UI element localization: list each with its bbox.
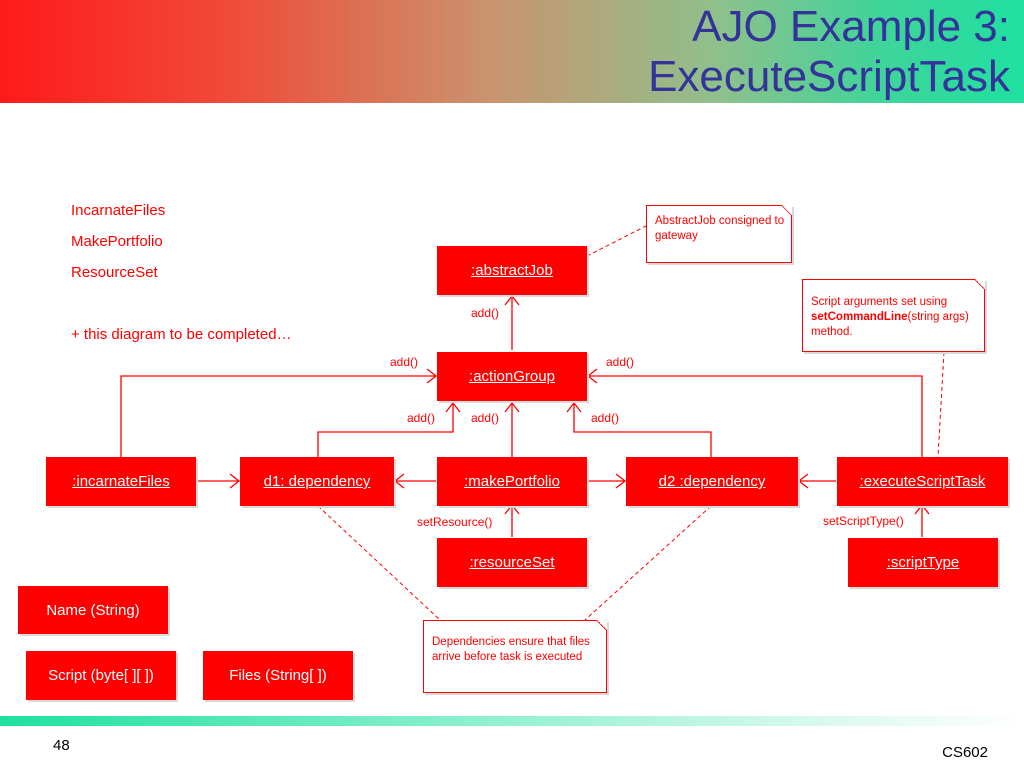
object-make-portfolio: :makePortfolio xyxy=(437,457,587,506)
label-add-right: add() xyxy=(606,355,635,369)
label-add-abstract: add() xyxy=(471,306,500,320)
field-label: Script (byte[ ][ ]) xyxy=(48,667,154,684)
edge-incarnatefiles-actiongroup xyxy=(120,375,436,457)
bullet-note: + this diagram to be completed… xyxy=(71,326,292,343)
field-name: Name (String) xyxy=(18,586,168,634)
note-fold-corner xyxy=(782,205,792,215)
arrowhead xyxy=(566,401,582,413)
field-label: Name (String) xyxy=(46,601,140,619)
arrowhead xyxy=(504,294,520,306)
arrowhead xyxy=(426,368,438,384)
footer-bar xyxy=(0,716,1024,726)
label-set-resource: setResource() xyxy=(417,515,493,529)
edge-d2-actiongroup xyxy=(573,403,712,457)
note-method-name: setCommandLine xyxy=(811,311,908,323)
object-label: d1: dependency xyxy=(263,473,371,490)
label-add-d2: add() xyxy=(591,411,620,425)
note-text: AbstractJob consigned to gateway xyxy=(655,215,785,242)
object-label: :resourceSet xyxy=(469,554,555,571)
edge-executescripttask-actiongroup xyxy=(588,375,923,457)
arrowhead xyxy=(445,401,461,413)
note-abstract-job: AbstractJob consigned to gateway xyxy=(646,205,792,263)
object-incarnate-files: :incarnateFiles xyxy=(46,457,196,506)
page-number: 48 xyxy=(53,737,70,754)
object-script-type: :scriptType xyxy=(848,538,998,587)
note-text: Dependencies ensure that files arrive be… xyxy=(432,636,590,663)
note-dependencies: Dependencies ensure that files arrive be… xyxy=(423,620,607,693)
note-text: (string args) method. xyxy=(811,311,969,338)
label-add-d1: add() xyxy=(407,411,436,425)
bullet-list: IncarnateFiles MakePortfolio ResourceSet… xyxy=(71,195,292,350)
object-d2-dependency: d2 :dependency xyxy=(626,457,798,506)
arrowhead xyxy=(229,473,241,489)
bullet-item: ResourceSet xyxy=(71,264,158,281)
note-text: Script arguments set using xyxy=(811,296,948,308)
object-label: :incarnateFiles xyxy=(72,473,170,490)
object-label: :actionGroup xyxy=(469,368,555,385)
title-banner xyxy=(0,0,1024,103)
arrowhead xyxy=(393,473,405,489)
object-label: :abstractJob xyxy=(471,262,553,279)
field-label: Files (String[ ]) xyxy=(229,667,327,684)
field-script: Script (byte[ ][ ]) xyxy=(26,651,176,700)
arrowhead xyxy=(504,401,520,413)
object-resource-set: :resourceSet xyxy=(437,538,587,587)
slide-title: AJO Example 3: ExecuteScriptTask xyxy=(648,2,1010,102)
note-script-arguments: Script arguments set using setCommandLin… xyxy=(802,279,985,352)
arrowhead xyxy=(615,473,627,489)
bullet-item: IncarnateFiles xyxy=(71,202,166,219)
title-line-1: AJO Example 3: xyxy=(692,2,1010,51)
object-abstract-job: :abstractJob xyxy=(437,246,587,295)
course-code: CS602 xyxy=(942,744,988,761)
arrowhead xyxy=(586,368,598,384)
note-fold-corner xyxy=(975,279,985,289)
label-add-portfolio: add() xyxy=(471,411,500,425)
field-files: Files (String[ ]) xyxy=(203,651,353,700)
arrowhead xyxy=(797,473,809,489)
object-label: :makePortfolio xyxy=(464,473,560,490)
object-action-group: :actionGroup xyxy=(437,352,587,401)
label-set-script-type: setScriptType() xyxy=(823,514,904,528)
note-anchor-abstractjob xyxy=(586,225,647,257)
label-add-left: add() xyxy=(390,355,419,369)
edge-d1-actiongroup xyxy=(317,403,454,457)
object-label: d2 :dependency xyxy=(658,473,766,490)
note-fold-corner xyxy=(597,620,607,630)
object-label: :executeScriptTask xyxy=(859,473,986,490)
bullet-item: MakePortfolio xyxy=(71,233,163,250)
object-d1-dependency: d1: dependency xyxy=(240,457,394,506)
object-execute-script-task: :executeScriptTask xyxy=(837,457,1008,506)
note-anchor-script-args xyxy=(937,351,945,458)
note-anchor-d2 xyxy=(584,505,712,621)
object-label: :scriptType xyxy=(886,554,960,571)
title-line-2: ExecuteScriptTask xyxy=(648,52,1010,101)
